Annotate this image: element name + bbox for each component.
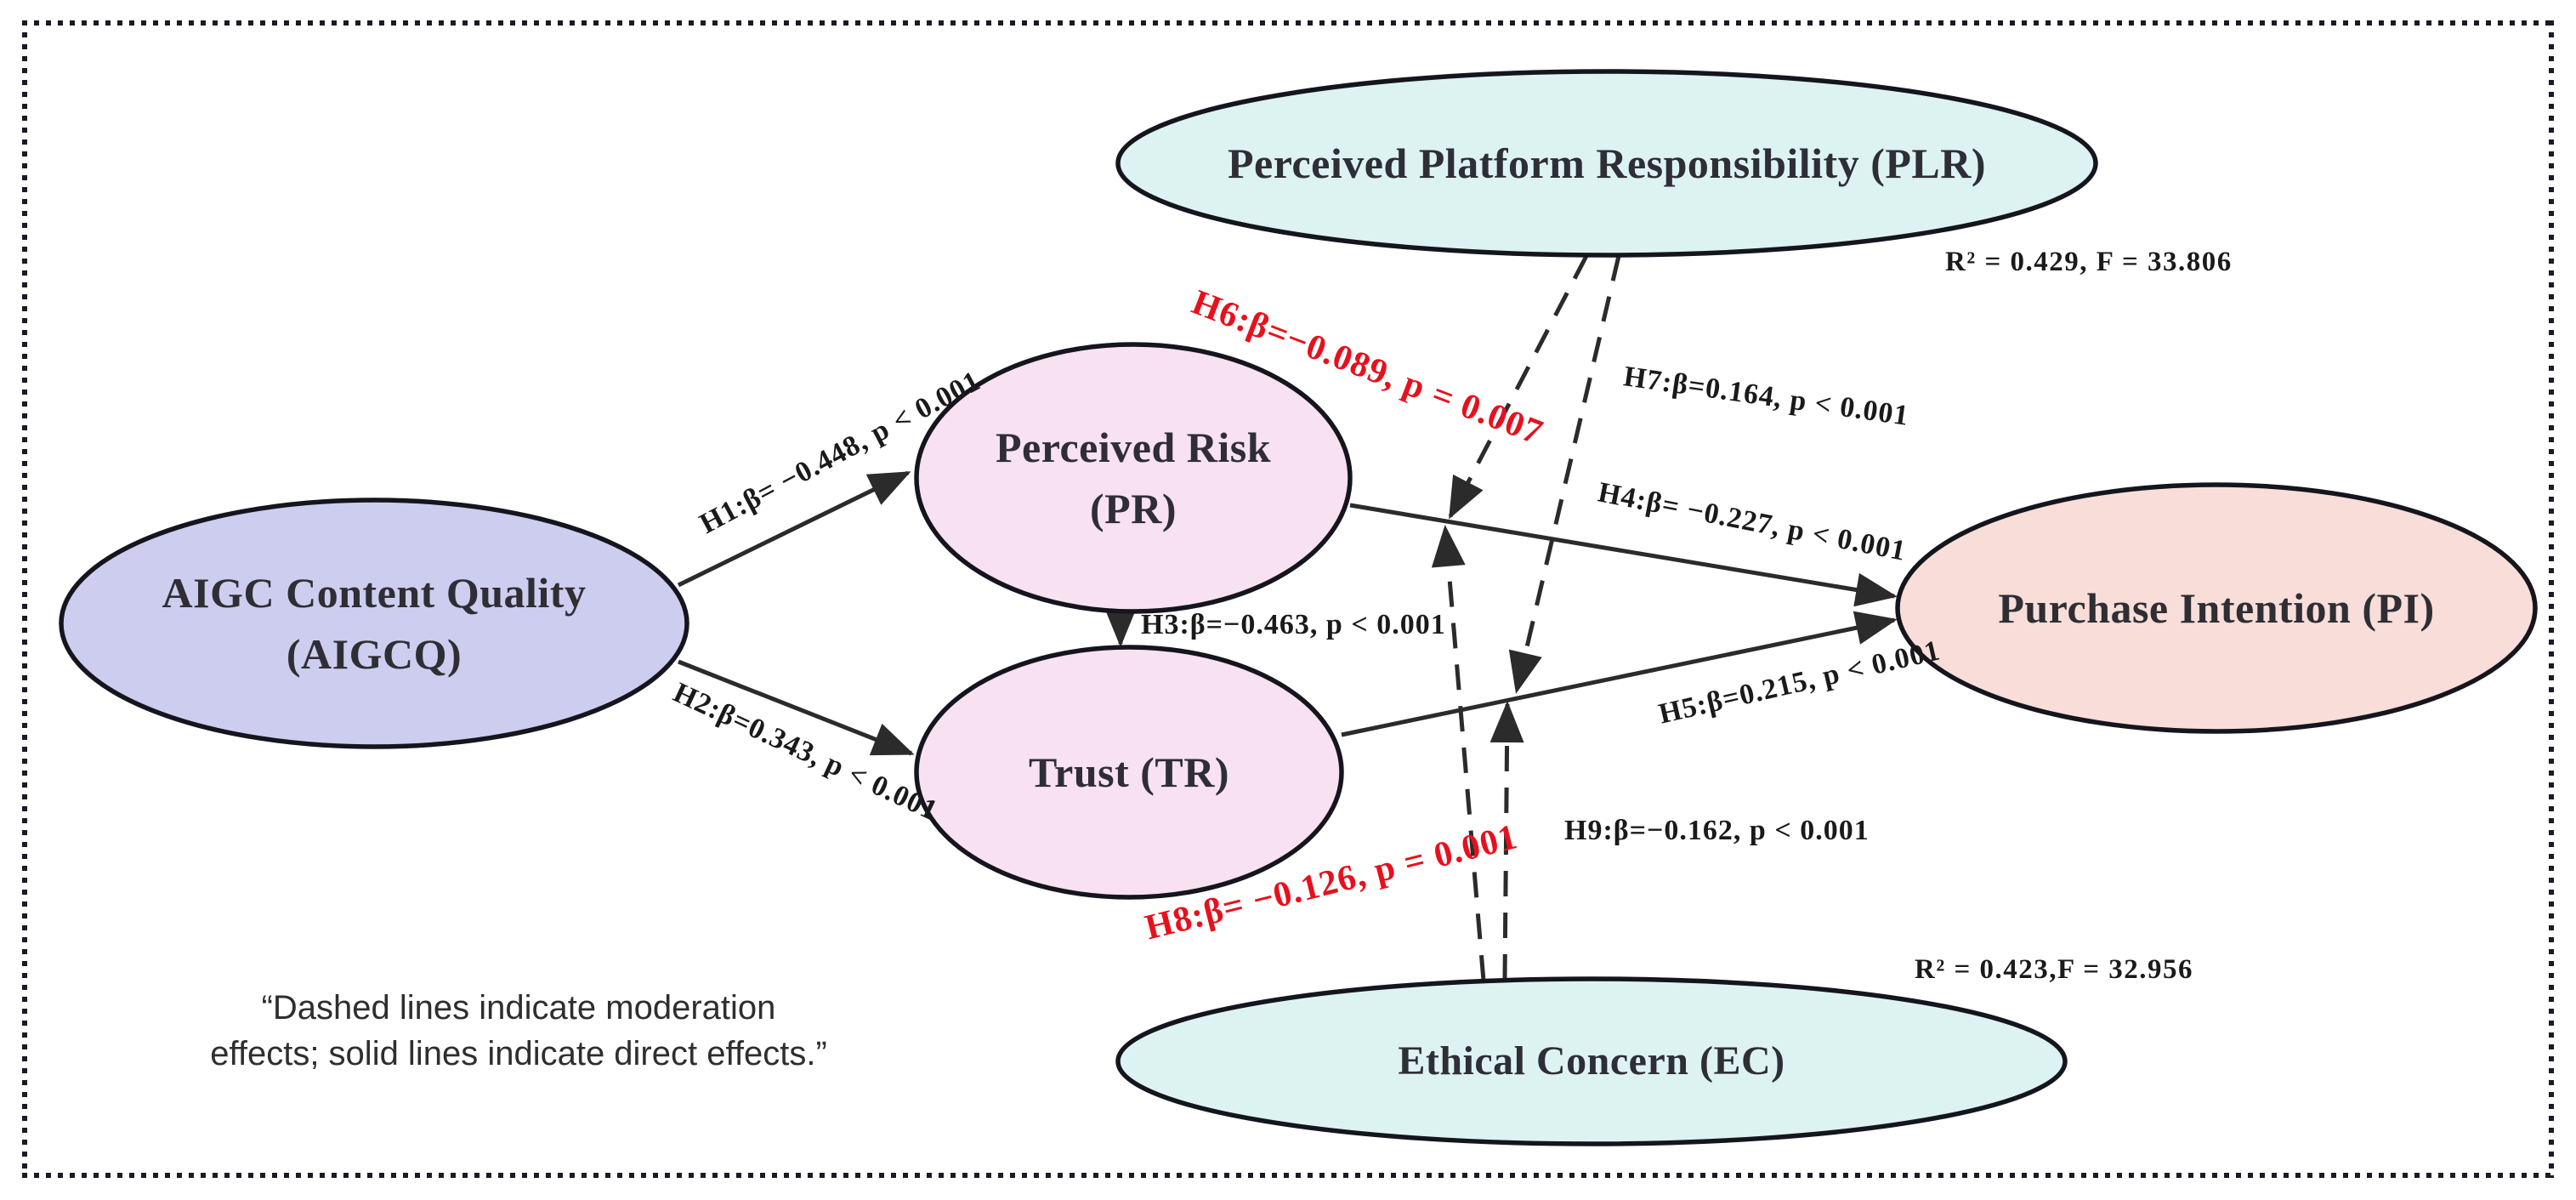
h7-moderation-arrow-plr-to-tr-pi bbox=[1508, 255, 1621, 694]
frame-border-right bbox=[2549, 20, 2554, 1178]
h9-moderation-arrow-ec-to-tr-pi bbox=[1489, 701, 1524, 981]
tr-ellipse bbox=[914, 645, 1344, 900]
ec-ellipse bbox=[1115, 976, 2068, 1146]
ec-label: Ethical Concern (EC) bbox=[1398, 1038, 1785, 1084]
legend-note-line2: effects; solid lines indicate direct eff… bbox=[210, 1035, 827, 1072]
r-squared-top-stat: R² = 0.429, F = 33.806 bbox=[1945, 247, 2233, 277]
pr-label-line2: (PR) bbox=[1090, 485, 1177, 532]
h5-direct-arrow-tr-to-pi bbox=[1341, 611, 1898, 737]
pi-label: Purchase Intention (PI) bbox=[1998, 583, 2435, 632]
r-squared-bottom-stat: R² = 0.423,F = 32.956 bbox=[1915, 954, 2194, 985]
h3-path-label: H3:β=−0.463, p < 0.001 bbox=[1141, 609, 1446, 640]
frame-border-bottom bbox=[22, 1173, 2554, 1178]
pr-label-line1: Perceived Risk bbox=[995, 423, 1272, 471]
pr-node-label: Perceived Risk (PR) bbox=[916, 344, 1350, 611]
tr-label: Trust (TR) bbox=[1028, 748, 1229, 796]
frame-border-left bbox=[22, 20, 27, 1178]
aigcq-ellipse bbox=[59, 498, 689, 749]
legend-note-line1: “Dashed lines indicate moderation bbox=[261, 989, 776, 1027]
aigcq-label-line1: AIGC Content Quality bbox=[162, 568, 587, 617]
ec-node-label: Ethical Concern (EC) bbox=[1118, 979, 2065, 1144]
plr-node-label: Perceived Platform Responsibility (PLR) bbox=[1118, 71, 2096, 255]
h2-direct-arrow-aigcq-to-tr bbox=[678, 659, 915, 756]
h1-direct-arrow-aigcq-to-pr bbox=[677, 470, 911, 588]
pr-ellipse bbox=[914, 342, 1353, 614]
h6-moderation-arrow-plr-to-pr-pi bbox=[1448, 254, 1589, 520]
aigcq-label-line2: (AIGCQ) bbox=[286, 630, 462, 678]
plr-ellipse bbox=[1115, 69, 2098, 258]
h9-path-label: H9:β=−0.162, p < 0.001 bbox=[1564, 815, 1870, 846]
frame-border-top bbox=[22, 20, 2554, 26]
h8-moderation-arrow-ec-to-pr-pi bbox=[1431, 525, 1486, 981]
tr-node-label: Trust (TR) bbox=[916, 647, 1342, 897]
pi-node-label: Purchase Intention (PI) bbox=[1898, 485, 2535, 731]
legend-note: “Dashed lines indicate moderation effect… bbox=[111, 985, 927, 1077]
plr-label: Perceived Platform Responsibility (PLR) bbox=[1227, 139, 1987, 187]
pi-ellipse bbox=[1895, 482, 2538, 734]
aigcq-node-label: AIGC Content Quality (AIGCQ) bbox=[61, 500, 687, 747]
h4-direct-arrow-pr-to-pi bbox=[1349, 503, 1898, 607]
